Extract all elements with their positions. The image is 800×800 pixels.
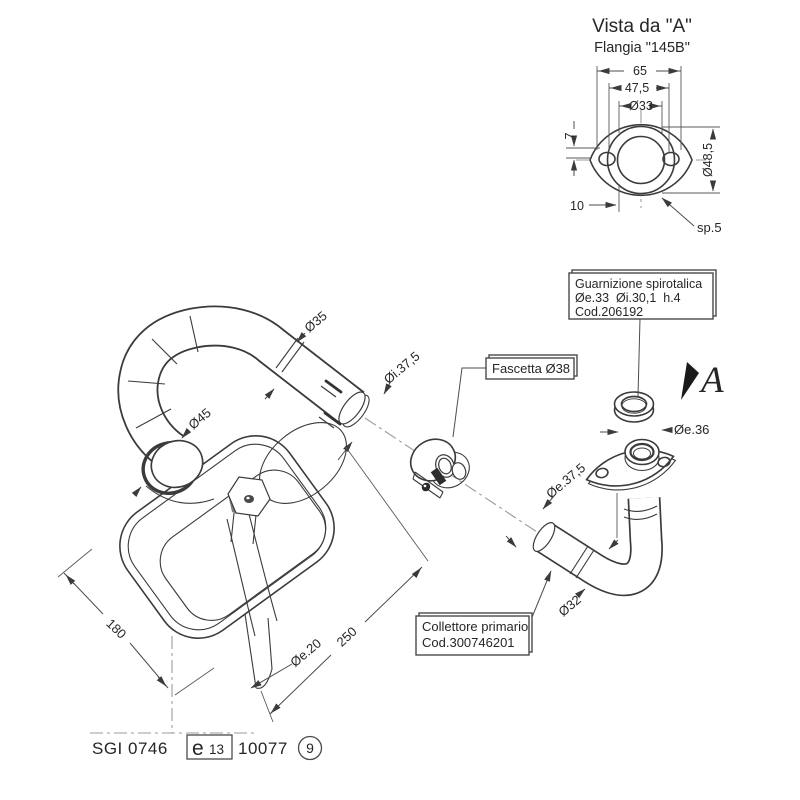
dim-drain-tube: Øe.20 <box>250 635 324 689</box>
svg-text:Ø32: Ø32 <box>555 592 583 619</box>
dim-hole-spacing: 47,5 <box>608 81 670 152</box>
dim-thickness: sp.5 <box>661 197 722 235</box>
collector-callout-code: Cod.300746201 <box>422 635 515 650</box>
stub-bore-inner <box>633 447 651 460</box>
homologation-prefix: SGI 0746 <box>92 739 168 758</box>
svg-text:180: 180 <box>103 616 129 642</box>
flange-hole-right <box>657 456 671 468</box>
expansion-slots <box>318 379 343 429</box>
dim-hole-offset: 10 <box>570 184 620 213</box>
view-arrow-icon <box>681 362 699 400</box>
flange-hole-left <box>595 467 609 479</box>
svg-text:Ø48,5: Ø48,5 <box>701 143 715 177</box>
svg-text:65: 65 <box>633 64 647 78</box>
mount-bracket <box>227 476 271 545</box>
mount-strap-edge-1 <box>226 518 256 637</box>
collector-sleeve-band <box>569 545 595 579</box>
e-mark-number: 13 <box>209 742 224 757</box>
collector-pipe <box>532 438 677 597</box>
collector-callout-title: Collettore primario <box>422 619 528 634</box>
stub-bore <box>629 442 655 462</box>
svg-text:Ø35: Ø35 <box>301 308 329 335</box>
clamp-drawing <box>409 438 470 499</box>
dim-collector-pipe: Ø32 <box>555 588 586 619</box>
inlet-pipe <box>117 305 370 495</box>
gasket-callout-code: Cod.206192 <box>575 305 643 319</box>
callout-gasket: Guarnizione spirotalica Øe.33 Øi.30,1 h.… <box>568 269 717 397</box>
gasket-callout-dims: Øe.33 Øi.30,1 h.4 <box>575 291 681 305</box>
drain-tube <box>244 613 273 689</box>
callout-collector: Collettore primario Cod.300746201 <box>415 570 552 656</box>
e-mark-box <box>186 734 233 760</box>
flange-bore-circle <box>616 135 666 185</box>
svg-text:250: 250 <box>334 624 360 650</box>
collector-neck-bands <box>623 505 658 520</box>
svg-text:Ø33: Ø33 <box>629 99 653 113</box>
mount-strap-edge-2 <box>248 513 278 622</box>
dim-body-diameter: Ø48,5 <box>662 126 720 194</box>
homologation-approval: 10077 <box>238 739 288 758</box>
dim-overall-width: 65 <box>596 64 682 150</box>
flange-outline <box>589 123 693 197</box>
gasket-ring <box>613 391 655 423</box>
view-direction-marker: A <box>681 360 724 401</box>
e-mark-letter: e <box>192 737 204 760</box>
svg-text:Øe.20: Øe.20 <box>287 635 324 669</box>
dim-hole-height: 7 <box>563 121 600 176</box>
svg-text:Øe.36: Øe.36 <box>674 422 709 437</box>
dim-collector-stub: Øe.36 <box>600 422 709 437</box>
clamp-callout-label: Fascetta Ø38 <box>492 361 570 376</box>
callout-clamp: Fascetta Ø38 <box>452 354 578 438</box>
assembly-centerline <box>364 417 541 535</box>
clamp-bolt <box>430 467 447 486</box>
flange-outer-circle <box>606 125 676 195</box>
view-subtitle: Flangia "145B" <box>594 40 690 56</box>
flange-detail-view: Vista da "A" Flangia "145B" 65 47,5 <box>563 16 722 235</box>
collector-open-end <box>532 522 556 552</box>
sequence-number: 9 <box>306 740 314 756</box>
svg-text:47,5: 47,5 <box>625 81 649 95</box>
view-title: Vista da "A" <box>592 16 692 37</box>
collector-flange <box>585 438 677 491</box>
bolt-hole-left <box>598 151 616 167</box>
svg-text:Øi.37,5: Øi.37,5 <box>381 348 423 386</box>
body-left-contour <box>145 485 215 504</box>
svg-text:7: 7 <box>563 132 577 139</box>
view-marker-letter: A <box>698 360 724 401</box>
svg-text:10: 10 <box>570 199 584 213</box>
inlet-collar <box>150 439 204 489</box>
bolt-hole-right <box>662 151 680 167</box>
body-outline <box>119 435 335 639</box>
sleeve-joint-band <box>275 337 305 373</box>
homologation-mark: SGI 0746 e 13 10077 9 <box>90 636 323 761</box>
gasket-callout-title: Guarnizione spirotalica <box>575 277 702 291</box>
bend-weld-lines <box>127 315 199 429</box>
dim-bore: Ø33 <box>618 99 663 133</box>
svg-text:Ø45: Ø45 <box>185 405 213 432</box>
svg-text:Øe.37,5: Øe.37,5 <box>543 460 588 501</box>
clamp-nut <box>421 482 431 492</box>
sequence-circle <box>297 735 323 761</box>
svg-text:sp.5: sp.5 <box>697 220 722 235</box>
